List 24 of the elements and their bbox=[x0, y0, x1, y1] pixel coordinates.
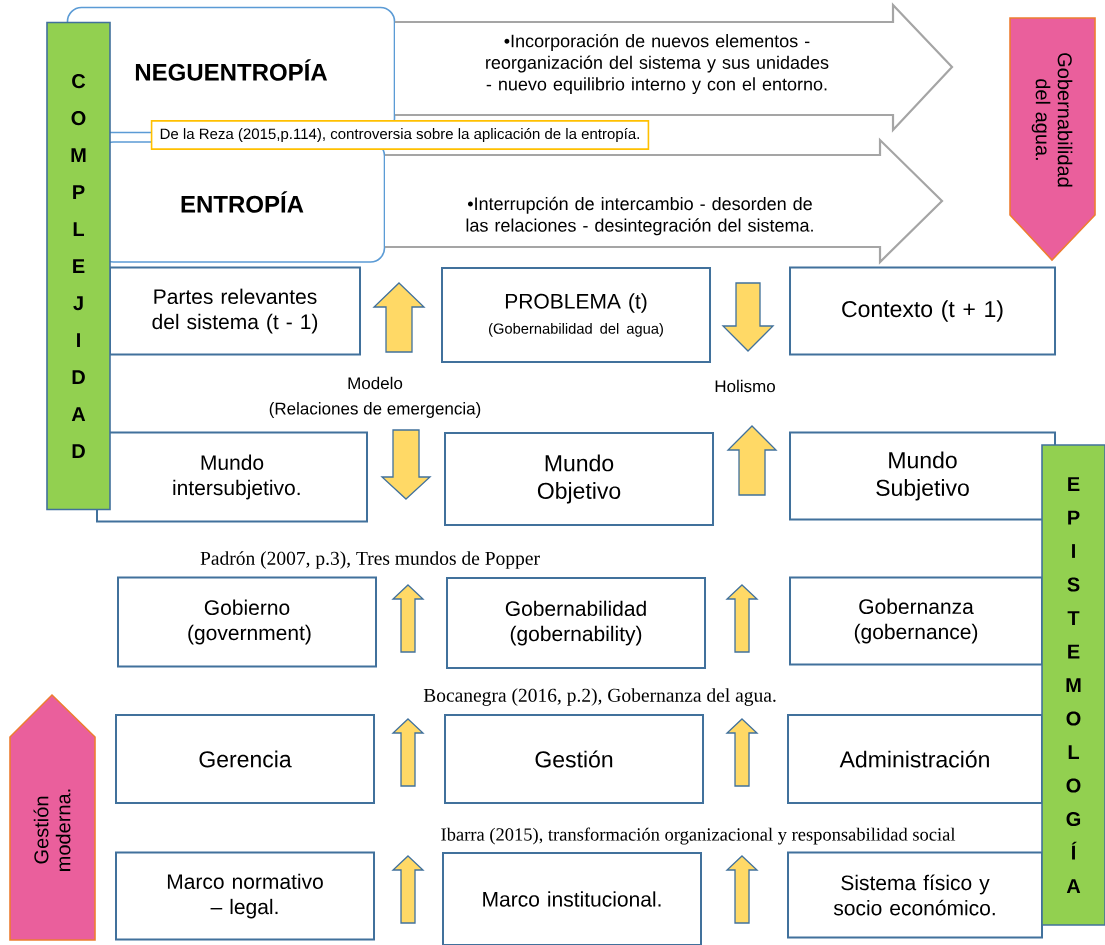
annotation-text: (Relaciones de emergencia) bbox=[269, 402, 481, 418]
citation-text: Bocanegra (2016, p.2), Gobernanza del agua. bbox=[423, 688, 776, 706]
text-box: Gobernanza (gobernance) bbox=[789, 576, 1043, 666]
citation-text: Padrón (2007, p.3), Tres mundos de Popper bbox=[200, 551, 540, 569]
text-box: Sistema físico y socio económico. bbox=[787, 851, 1043, 939]
annotation-text: Modelo bbox=[348, 376, 403, 390]
text-box: Marco institucional. bbox=[442, 852, 702, 945]
vertical-banner: E P I S T E M O L O G Í A bbox=[1041, 444, 1105, 926]
text-box: Gobierno (government) bbox=[117, 576, 377, 668]
text-box: Contexto (t + 1) bbox=[789, 266, 1056, 356]
text-box: Gobernabilidad (gobernability) bbox=[446, 577, 706, 669]
annotation-text: Holismo bbox=[715, 379, 775, 393]
text-box: Mundo Subjetivo bbox=[789, 431, 1056, 521]
text-box: Gestión bbox=[444, 714, 704, 804]
text-box: Marco normativo – legal. bbox=[115, 851, 375, 941]
text-box: Gerencia bbox=[115, 714, 375, 804]
text-box: Mundo Objetivo bbox=[444, 432, 714, 526]
citation-text: Ibarra (2015), transformación organizacional y responsabilidad social bbox=[441, 827, 956, 845]
citation-box: De la Reza (2015,p.114), controversia sobre la aplicación de la entropía. bbox=[150, 120, 650, 150]
text-box: Partes relevantes del sistema (t - 1) bbox=[109, 266, 361, 356]
text-box: PROBLEMA (t) (Gobernabilidad del agua) bbox=[441, 267, 711, 363]
text-box: Administración bbox=[787, 714, 1043, 804]
vertical-banner: C O M P L E J I D A D bbox=[46, 21, 111, 511]
text-box: Mundo intersubjetivo. bbox=[96, 431, 368, 523]
